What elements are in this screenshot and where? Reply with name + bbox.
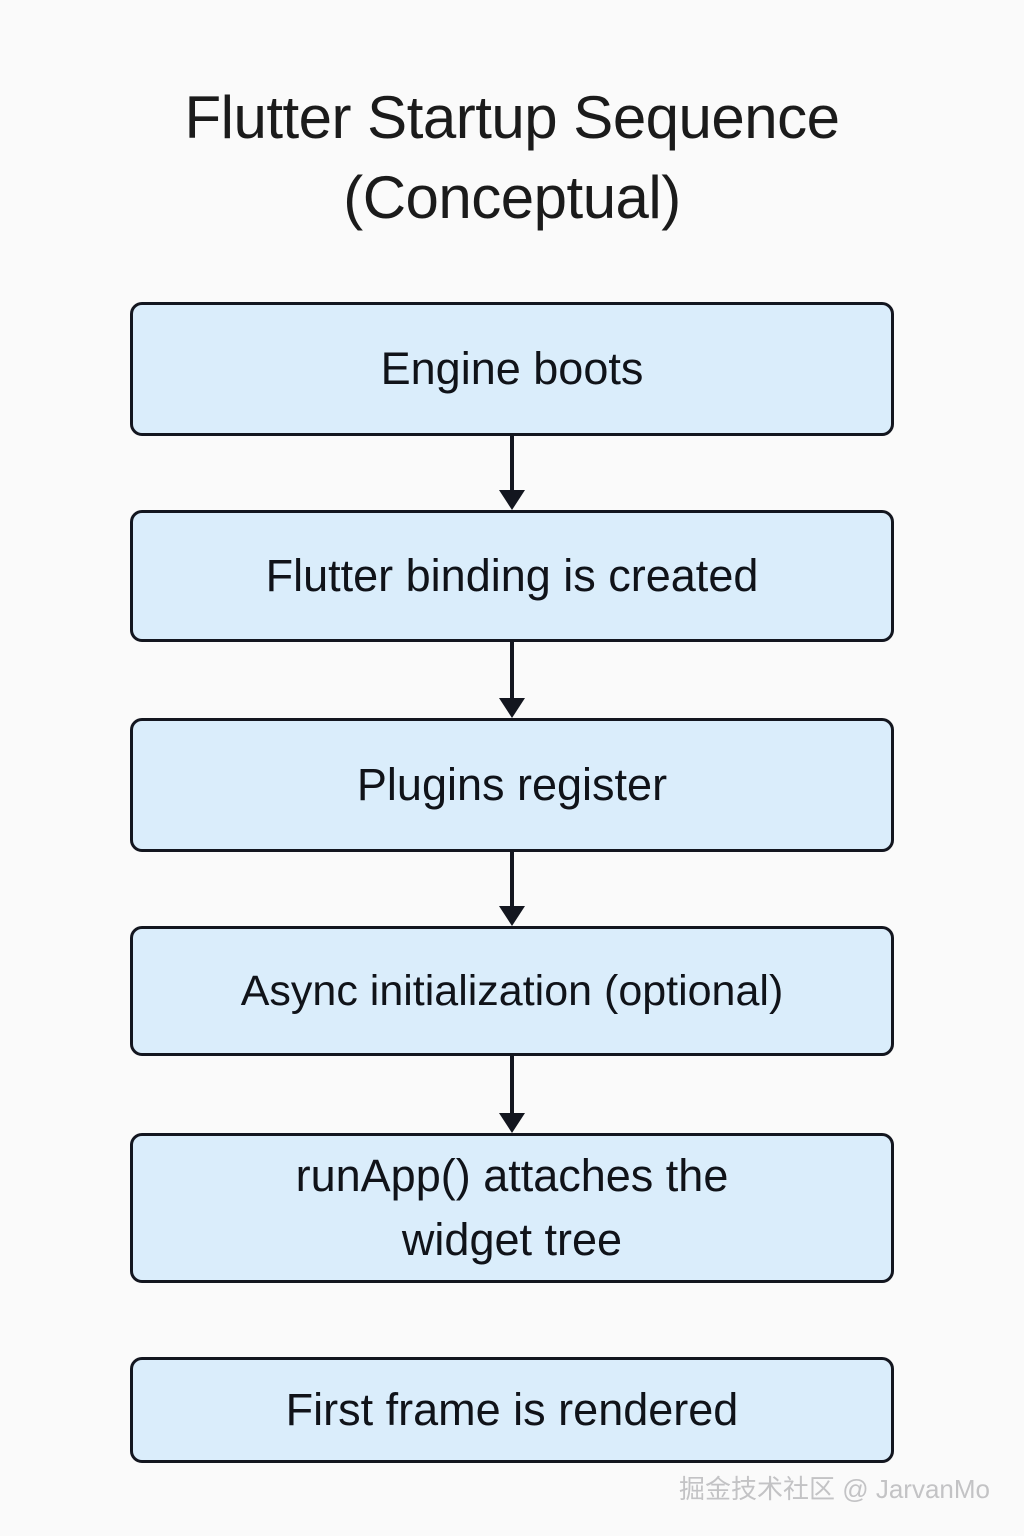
flow-node-first-frame: First frame is rendered [130, 1357, 894, 1463]
flow-node-flutter-binding: Flutter binding is created [130, 510, 894, 642]
arrow-head-icon [499, 490, 525, 510]
flow-node-async-initialization: Async initialization (optional) [130, 926, 894, 1056]
flow-node-label: Flutter binding is created [265, 550, 759, 601]
arrow-engine-boots-to-flutter-binding [496, 436, 528, 510]
arrow-flutter-binding-to-plugins [496, 642, 528, 718]
arrow-shaft [510, 852, 514, 908]
arrow-head-icon [499, 1113, 525, 1133]
flow-node-label: runApp() attaches the widget tree [295, 1150, 729, 1265]
flow-node-label: First frame is rendered [285, 1384, 739, 1435]
flow-node-plugins-register: Plugins register [130, 718, 894, 852]
arrow-shaft [510, 642, 514, 700]
arrow-head-icon [499, 906, 525, 926]
flow-node-run-app: runApp() attaches the widget tree [130, 1133, 894, 1283]
arrow-shaft [510, 436, 514, 492]
arrow-head-icon [499, 698, 525, 718]
arrow-plugins-to-async-init [496, 852, 528, 926]
flow-node-label: Async initialization (optional) [240, 967, 784, 1015]
arrow-async-init-to-run-app [496, 1056, 528, 1133]
flow-node-label: Engine boots [380, 343, 644, 394]
watermark: 掘金技术社区 @ JarvanMo [679, 1474, 990, 1504]
page-title: Flutter Startup Sequence (Conceptual) [184, 84, 840, 231]
arrow-shaft [510, 1056, 514, 1115]
flow-node-engine-boots: Engine boots [130, 302, 894, 436]
flow-node-label: Plugins register [356, 759, 668, 810]
